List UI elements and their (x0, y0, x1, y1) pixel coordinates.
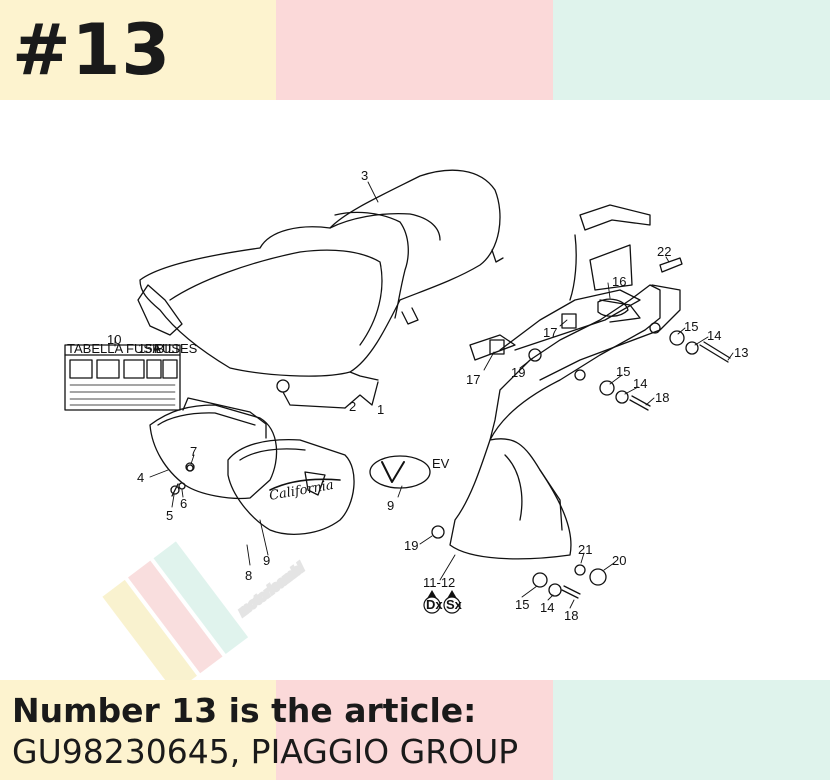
rubber-16 (597, 298, 629, 317)
parts-diagram: motoricambi (64, 168, 748, 680)
badge-ev-text: EV (432, 456, 450, 471)
bolt-18a (629, 395, 651, 411)
sx-marker: Sx (443, 590, 463, 614)
bolt-18b (561, 585, 581, 599)
dx-marker: Dx (423, 590, 443, 614)
grommet-6 (178, 482, 186, 490)
header-band-mint (553, 0, 830, 100)
grommet-19a (528, 348, 542, 362)
v11-emblem (369, 455, 431, 489)
header-band-yellow (0, 0, 276, 100)
callout-14-top: 14 (707, 328, 721, 343)
fuse-label-fuses: FUSES (154, 341, 198, 356)
callout-20: 20 (612, 553, 626, 568)
caption-article-heading: Number 13 is the article: (12, 691, 477, 730)
fuse-table-label (64, 344, 181, 411)
right-side-cover (227, 439, 355, 535)
caption-article-code: GU98230645, PIAGGIO GROUP (12, 732, 519, 771)
part-number-title: #13 (12, 9, 172, 91)
frame-section (469, 204, 651, 361)
watermark-stripe-mint (153, 541, 249, 655)
callout-14-bottom: 14 (540, 600, 554, 615)
callout-14-mid: 14 (633, 376, 647, 391)
nut-21 (574, 564, 586, 576)
callout-21: 21 (578, 542, 592, 557)
callout-15-mid: 15 (616, 364, 630, 379)
callout-numbers: 3 10 2 1 4 7 6 5 9 8 9 22 16 17 17 19 15… (107, 168, 748, 623)
callout-16: 16 (612, 274, 626, 289)
footer-band-yellow (0, 680, 276, 780)
callout-3: 3 (361, 168, 368, 183)
callout-18-bottom: 18 (564, 608, 578, 623)
seat (137, 169, 504, 409)
callout-19-top: 19 (511, 365, 525, 380)
washer-14c (548, 583, 562, 597)
callout-15-bottom: 15 (515, 597, 529, 612)
fuse-label-amp: 15A (138, 341, 161, 356)
callout-9-right: 9 (387, 498, 394, 513)
callout-5: 5 (166, 508, 173, 523)
header-band (0, 0, 830, 100)
washer-14b (615, 390, 629, 404)
footer-band-pink (276, 680, 553, 780)
washer-15c (532, 572, 548, 588)
watermark-stripe-pink (127, 560, 223, 674)
left-side-cover (149, 397, 278, 500)
callout-7: 7 (190, 444, 197, 459)
fuse-label-text: TABELLA FUSIBILI 15A FUSES (67, 341, 198, 356)
callout-11-12: 11-12 (423, 575, 455, 590)
footer-band (0, 680, 830, 780)
california-script: California (268, 478, 335, 504)
callout-10: 10 (107, 332, 121, 347)
nut-20 (589, 568, 607, 586)
callout-9-left: 9 (263, 553, 270, 568)
washer-15a (669, 330, 685, 346)
washer-14a (685, 341, 699, 355)
callout-15-top: 15 (684, 319, 698, 334)
footer-band-mint (553, 680, 830, 780)
grommet-19b (431, 525, 445, 539)
callout-4: 4 (137, 470, 144, 485)
watermark: motoricambi (102, 541, 308, 680)
callout-22: 22 (657, 244, 671, 259)
callout-18-mid: 18 (655, 390, 669, 405)
bracket-17b (561, 313, 577, 329)
callout-17-left: 17 (466, 372, 480, 387)
callout-6: 6 (180, 496, 187, 511)
callout-13: 13 (734, 345, 748, 360)
hardware (170, 257, 731, 599)
header-band-pink (276, 0, 553, 100)
callout-19-bottom: 19 (404, 538, 418, 553)
callout-2: 2 (349, 399, 356, 414)
spacer-7 (185, 462, 195, 472)
callout-1: 1 (377, 402, 384, 417)
dx-label: Dx (426, 597, 443, 612)
leader-lines (114, 181, 734, 609)
bracket-17a (489, 339, 505, 355)
watermark-stripe-yellow (102, 579, 197, 680)
screw-5 (170, 485, 180, 495)
callout-17-right: 17 (543, 325, 557, 340)
bolt-13 (699, 341, 731, 363)
sx-label: Sx (446, 597, 463, 612)
callout-8: 8 (245, 568, 252, 583)
washer-15b (599, 380, 615, 396)
right-side-panel (449, 284, 681, 560)
fuse-label-title: TABELLA FUSIBILI (67, 341, 179, 356)
pin-22 (659, 257, 683, 273)
